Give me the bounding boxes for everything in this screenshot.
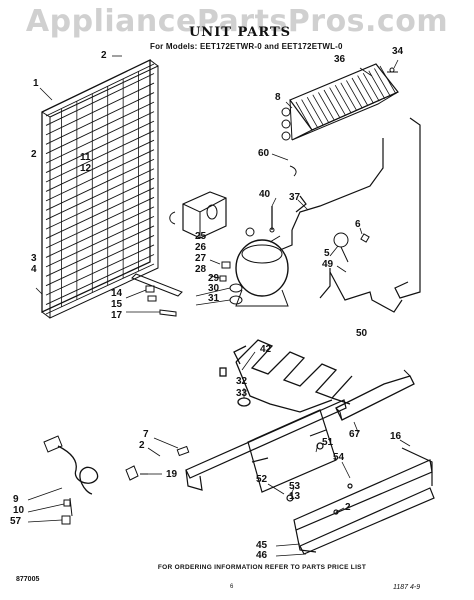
callout-2: 2 [345, 502, 351, 513]
callout-50: 50 [356, 328, 368, 339]
callout-34: 34 [392, 46, 404, 57]
callout-1: 1 [33, 78, 39, 89]
refrigerant-tubing [279, 117, 421, 313]
callout-28: 28 [195, 264, 207, 275]
callout-10: 10 [13, 505, 25, 516]
drier-assembly [281, 63, 399, 141]
callout-53: 53 [289, 481, 301, 492]
callout-51: 51 [322, 437, 334, 448]
watermark: AppliancePartsPros.com [25, 4, 449, 39]
power-cord [43, 435, 99, 525]
print-code: 1187 4-9 [393, 584, 421, 591]
callout-54: 54 [333, 452, 345, 463]
callout-37: 37 [289, 192, 301, 203]
page-number: 6 [230, 584, 234, 590]
callout-12: 12 [80, 163, 92, 174]
callout-5: 5 [324, 248, 330, 259]
callout-19: 19 [166, 469, 178, 480]
callout-42: 42 [260, 344, 272, 355]
callout-46: 46 [256, 550, 268, 561]
callout-14: 14 [111, 288, 123, 299]
callout-30: 30 [208, 283, 220, 294]
callout-16: 16 [390, 431, 402, 442]
condenser-coil [41, 58, 159, 319]
callout-52: 52 [256, 474, 268, 485]
ordering-note: FOR ORDERING INFORMATION REFER TO PARTS … [157, 564, 367, 571]
callout-60: 60 [258, 148, 270, 159]
callout-2: 2 [139, 440, 145, 451]
callout-67: 67 [349, 429, 361, 440]
callout-17: 17 [111, 310, 123, 321]
leader-lines [27, 55, 411, 557]
diagram-title: UNIT PARTS [188, 25, 292, 40]
models-line: For Models: EET172ETWR-0 and EET172ETWL-… [150, 42, 343, 51]
callout-29: 29 [208, 273, 220, 284]
callout-2: 2 [101, 50, 107, 61]
relay [333, 232, 370, 263]
callout-6: 6 [355, 219, 361, 230]
callout-4: 4 [31, 264, 37, 275]
callout-40: 40 [259, 189, 271, 200]
callout-32: 32 [236, 376, 248, 387]
callout-49: 49 [322, 259, 334, 270]
small-hardware [125, 445, 190, 481]
drain-tray [335, 369, 415, 421]
callout-15: 15 [111, 299, 123, 310]
callout-11: 11 [80, 152, 91, 163]
callout-45: 45 [256, 540, 268, 551]
callout-31: 31 [208, 293, 220, 304]
callout-57: 57 [10, 516, 22, 527]
capillary-parts [245, 165, 297, 237]
callout-13: 13 [289, 491, 301, 502]
part-number-code: 877005 [16, 576, 40, 583]
callout-9: 9 [13, 494, 19, 505]
callout-33: 33 [236, 388, 248, 399]
compressor [219, 235, 289, 307]
callout-25: 25 [195, 231, 207, 242]
callout-3: 3 [31, 253, 37, 264]
left-brackets [131, 273, 183, 317]
callout-7: 7 [143, 429, 149, 440]
base-frame [185, 399, 435, 555]
compressor-bracket [169, 191, 227, 239]
callout-26: 26 [195, 242, 207, 253]
callout-36: 36 [334, 54, 346, 65]
callout-8: 8 [275, 92, 281, 103]
callout-27: 27 [195, 253, 207, 264]
callout-2: 2 [31, 149, 37, 160]
